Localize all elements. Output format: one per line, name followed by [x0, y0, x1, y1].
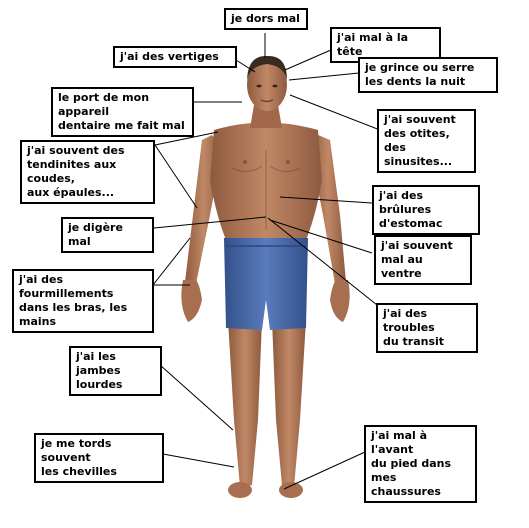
- label-foot: j'ai mal à l'avant du pied dans mes chau…: [364, 425, 477, 503]
- label-ankles: je me tords souvent les chevilles: [34, 433, 164, 483]
- shorts: [224, 238, 308, 330]
- label-legs: j'ai les jambes lourdes: [69, 346, 162, 396]
- head: [247, 59, 287, 111]
- neck: [250, 105, 282, 128]
- label-sleep: je dors mal: [224, 8, 308, 30]
- label-transit: j'ai des troubles du transit: [376, 303, 478, 353]
- label-tendons: j'ai souvent des tendinites aux coudes, …: [20, 140, 155, 204]
- label-heartburn: j'ai des brûlures d'estomac: [372, 185, 480, 235]
- label-tingling: j'ai des fourmillements dans les bras, l…: [12, 269, 154, 333]
- label-ears: j'ai souvent des otites, des sinusites..…: [377, 109, 476, 173]
- hair: [247, 55, 287, 80]
- hands: [181, 280, 350, 322]
- label-belly: j'ai souvent mal au ventre: [374, 235, 472, 285]
- label-digest: je digère mal: [61, 217, 154, 253]
- leader-lines: [151, 33, 381, 490]
- label-dizzy: j'ai des vertiges: [113, 46, 237, 68]
- torso-shading: [231, 150, 301, 230]
- feet: [228, 482, 303, 498]
- label-dental: le port de mon appareil dentaire me fait…: [51, 87, 194, 137]
- label-teeth: je grince ou serre les dents la nuit: [358, 57, 498, 93]
- legs: [228, 320, 306, 487]
- face: [256, 84, 278, 103]
